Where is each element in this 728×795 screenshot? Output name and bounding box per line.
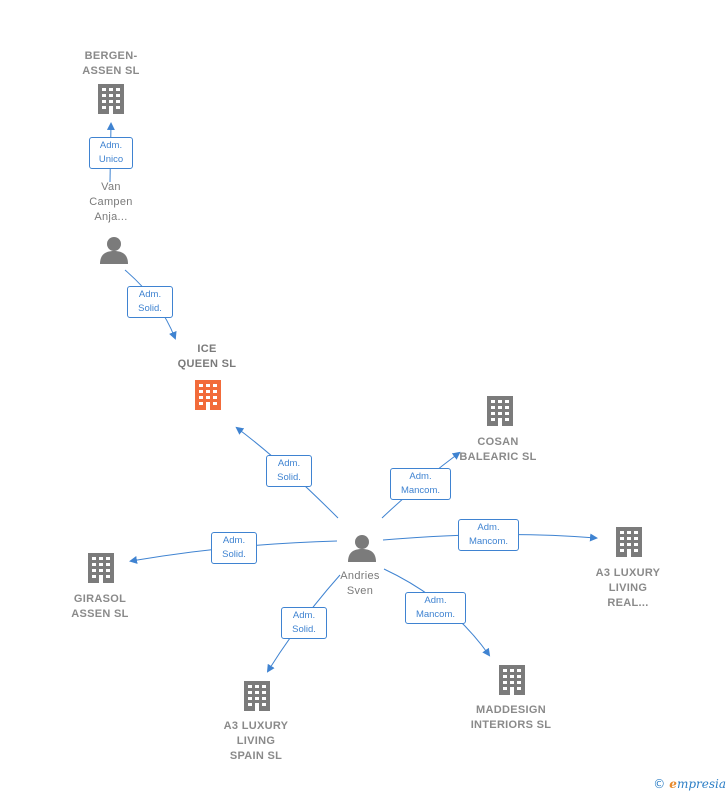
brand-footer: ©empresia bbox=[653, 777, 726, 791]
brand-logo-e: e bbox=[669, 777, 677, 791]
edge-role-mancom[interactable]: Adm. Mancom. bbox=[390, 468, 451, 500]
node-label-a3spain[interactable]: A3 LUXURY LIVING SPAIN SL bbox=[223, 720, 289, 762]
node-label-cosan[interactable]: COSAN BALEARIC SL bbox=[459, 436, 537, 463]
building-icon[interactable] bbox=[195, 380, 221, 410]
node-label-vancampen[interactable]: Van Campen Anja... bbox=[89, 181, 133, 223]
building-icon[interactable] bbox=[499, 665, 525, 695]
building-icon[interactable] bbox=[244, 681, 270, 711]
node-label-bergen[interactable]: BERGEN- ASSEN SL bbox=[82, 50, 140, 77]
node-label-andries[interactable]: Andries Sven bbox=[340, 570, 380, 597]
building-icon[interactable] bbox=[88, 553, 114, 583]
edge-role-unico[interactable]: Adm. Unico bbox=[89, 137, 133, 169]
edge-role-solid[interactable]: Adm. Solid. bbox=[127, 286, 173, 318]
edge-role-solid[interactable]: Adm. Solid. bbox=[281, 607, 327, 639]
node-label-a3real[interactable]: A3 LUXURY LIVING REAL... bbox=[595, 567, 661, 609]
person-icon[interactable] bbox=[100, 237, 128, 264]
node-label-icequeen[interactable]: ICE QUEEN SL bbox=[177, 343, 237, 370]
person-icon[interactable] bbox=[348, 535, 376, 562]
building-icon[interactable] bbox=[487, 396, 513, 426]
node-label-girasol[interactable]: GIRASOL ASSEN SL bbox=[71, 593, 129, 620]
edge-role-mancom[interactable]: Adm. Mancom. bbox=[458, 519, 519, 551]
edge-role-solid[interactable]: Adm. Solid. bbox=[266, 455, 312, 487]
building-icon[interactable] bbox=[98, 84, 124, 114]
edge-role-mancom[interactable]: Adm. Mancom. bbox=[405, 592, 466, 624]
building-icon[interactable] bbox=[616, 527, 642, 557]
edge-role-solid[interactable]: Adm. Solid. bbox=[211, 532, 257, 564]
brand-logo-text: mpresia bbox=[676, 777, 726, 791]
node-label-maddesign[interactable]: MADDESIGN INTERIORS SL bbox=[470, 704, 552, 731]
copyright-icon: © bbox=[653, 777, 666, 791]
